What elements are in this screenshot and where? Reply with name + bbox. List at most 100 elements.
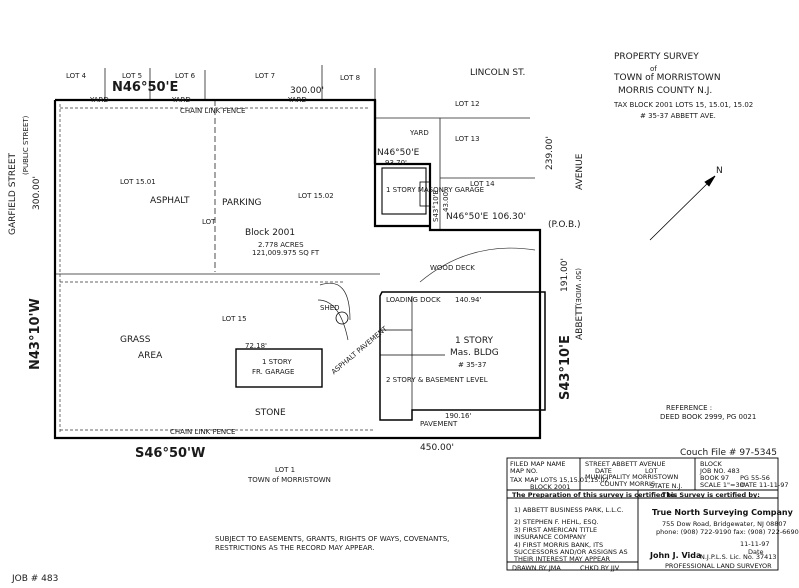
pavement-label: PAVEMENT: [420, 420, 458, 428]
tb-street: STREET ABBETT AVENUE: [585, 460, 666, 468]
frame-garage: [235, 348, 323, 388]
tb-sign-date: 11-11-97: [740, 540, 770, 548]
sqft-label: 121,009.975 SQ FT: [252, 249, 320, 257]
dist-bottom: 450.00': [420, 443, 454, 453]
yard-label-top2: YARD: [172, 96, 191, 104]
tb-chkd-by: CHKD BY JJV: [580, 564, 620, 572]
tb-cert3: 3) FIRST AMERICAN TITLE INSURANCE COMPAN…: [514, 526, 598, 541]
masonry-garage-label: 1 STORY MASONRY GARAGE: [386, 186, 485, 194]
lot-14: LOT 14: [470, 180, 495, 188]
lincoln-street: LINCOLN ST.: [470, 68, 526, 78]
tb-date-label: Date: [748, 548, 764, 556]
tb-county: COUNTY MORRIS: [600, 480, 656, 488]
tb-tax-map-lots: TAX MAP LOTS 15,15.01,15.02: [510, 476, 609, 484]
north-label: N: [716, 166, 723, 176]
fence-label-top: CHAIN LINK FENCE: [180, 107, 246, 115]
fence-label-bottom: CHAIN LINK FENCE: [170, 428, 236, 436]
tb-pg: PG 55-56: [740, 474, 770, 482]
tb-municipality: MUNICIPALITY MORRISTOWN: [585, 473, 679, 481]
garage-line2: FR. GARAGE: [252, 368, 295, 376]
grass-label: GRASS: [120, 335, 151, 345]
garfield-street: GARFIELD STREET: [8, 152, 18, 235]
parking-label: PARKING: [222, 198, 262, 208]
title-line4: MORRIS COUNTY N.J.: [618, 86, 713, 96]
lot-15-02: LOT 15.02: [298, 192, 334, 200]
bearing-top: N46°50'E: [112, 80, 179, 95]
tb-phone: phone: (908) 722-9190 fax: (908) 722-669…: [656, 528, 799, 536]
tb-book: BOOK 97: [700, 474, 730, 482]
dist-top: 300.00': [290, 86, 324, 96]
lot-12: LOT 12: [455, 100, 480, 108]
masonry-building: [379, 291, 546, 421]
garage-dist: 72.18': [245, 342, 267, 350]
tb-cert2: 2) STEPHEN F. HEHL, ESQ.: [514, 518, 599, 526]
lot-1: LOT 1: [275, 466, 296, 474]
abbett-sub: (50' WIDE): [574, 268, 582, 306]
reference-label: REFERENCE :: [666, 404, 713, 412]
abbett-avenue-top: AVENUE: [575, 153, 585, 190]
lot-7: LOT 7: [255, 72, 276, 80]
lot-15: LOT 15: [222, 315, 247, 323]
pob-label: (P.O.B.): [548, 220, 581, 230]
tb-date-val: DATE 11-11-97: [740, 481, 789, 489]
title-line3: TOWN of MORRISTOWN: [614, 73, 721, 83]
block-label: Block 2001: [245, 228, 296, 238]
tb-scale: SCALE 1"=30': [700, 481, 746, 489]
north-arrow: [649, 175, 716, 241]
tb-date: DATE: [595, 467, 612, 475]
wood-deck-label: WOOD DECK: [430, 264, 475, 272]
tb-prepared-for: The Preparation of this survey is certif…: [512, 491, 678, 499]
tb-prof: PROFESSIONAL LAND SURVEYOR: [665, 562, 772, 570]
reference-value: DEED BOOK 2999, PG 0021: [660, 413, 757, 421]
bldg-dist: 140.94': [455, 296, 482, 304]
bldg-line1: 1 STORY: [455, 336, 494, 346]
dist-inner-mid: 106.30': [492, 212, 526, 222]
yard-label-top: YARD: [90, 96, 109, 104]
subject-note: SUBJECT TO EASEMENTS, GRANTS, RIGHTS OF …: [215, 535, 450, 552]
tb-company: True North Surveying Company: [652, 508, 793, 517]
bldg-number: # 35-37: [458, 361, 487, 369]
tb-state: STATE N.J.: [650, 482, 683, 490]
tb-surveyor: John J. Vida: [650, 551, 702, 560]
lot-15-01: LOT 15.01: [120, 178, 156, 186]
tb-map-no: MAP NO.: [510, 467, 538, 475]
bearing-inner-vert: S43°10'E: [432, 189, 440, 222]
acres-label: 2.778 ACRES: [258, 241, 304, 249]
garage-line1: 1 STORY: [262, 358, 292, 366]
yard-label-top3: YARD: [288, 96, 307, 104]
tb-address: 755 Dow Road, Bridgewater, NJ 08807: [662, 520, 787, 528]
bldg-line2: Mas. BLDG: [450, 348, 499, 358]
tb-license: N.J.P.L.S. Lic. No. 37413: [700, 553, 777, 561]
loading-dock-label: LOADING DOCK: [386, 296, 441, 304]
bearing-inner-mid: N46°50'E: [446, 212, 489, 222]
lot-5: LOT 5: [122, 72, 143, 80]
couch-file: Couch File # 97-5345: [680, 448, 777, 458]
garfield-sub: (PUBLIC STREET): [22, 115, 30, 175]
property-boundary: [53, 98, 542, 440]
dist-left: 300.00': [32, 176, 42, 210]
bearing-left: N43°10'W: [28, 298, 43, 370]
job-number: JOB # 483: [12, 574, 59, 584]
tb-block: BLOCK: [700, 460, 722, 468]
lot-label: LOT: [202, 218, 216, 226]
tb-job-no: JOB NO. 483: [700, 467, 740, 475]
masonry-garage: [381, 167, 427, 215]
tb-certified-by: This Survey is certified by:: [662, 491, 760, 499]
area-label: AREA: [138, 351, 163, 361]
front-dist: 190.16': [445, 412, 472, 420]
bearing-right: S43°10'E: [558, 335, 573, 400]
lot-13: LOT 13: [455, 135, 480, 143]
tb-lot: LOT: [645, 467, 658, 475]
lot-4: LOT 4: [66, 72, 87, 80]
yard-label-right: YARD: [410, 129, 429, 137]
asphalt-label: ASPHALT: [150, 196, 190, 206]
tb-block-no: BLOCK 2001: [530, 483, 571, 491]
dist-right-bottom: 191.00': [560, 258, 570, 292]
title-line5: TAX BLOCK 2001 LOTS 15, 15.01, 15.02: [614, 101, 754, 109]
dist-right-top: 239.00': [545, 136, 555, 170]
lot-6: LOT 6: [175, 72, 196, 80]
title-line6: # 35-37 ABBETT AVE.: [640, 112, 716, 120]
lot-8: LOT 8: [340, 74, 361, 82]
bmt-note: 2 STORY & BASEMENT LEVEL: [386, 376, 488, 384]
